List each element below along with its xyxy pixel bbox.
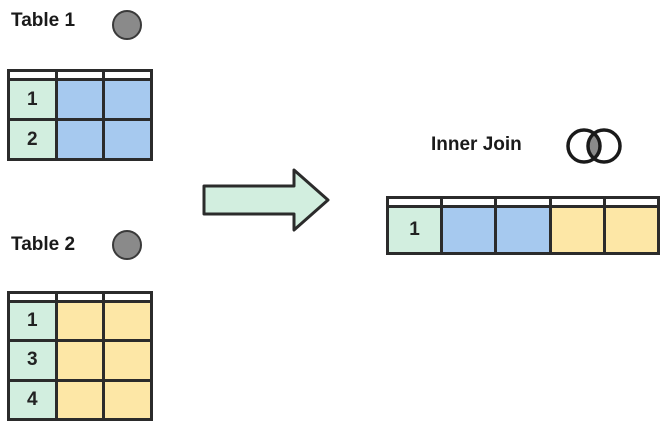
result-value-cell <box>443 208 495 252</box>
table2-title: Table 2 <box>11 234 76 255</box>
table2-value-cell <box>57 303 103 340</box>
result-value-cell <box>605 208 657 252</box>
right-arrow-icon <box>202 168 330 232</box>
table1-value-cell <box>57 121 103 158</box>
table2-value-cell <box>57 342 103 379</box>
result-header-cell <box>551 199 603 205</box>
result-header-cell <box>389 199 441 205</box>
result-header-cell <box>497 199 549 205</box>
table1-value-cell <box>57 81 103 118</box>
table1-title: Table 1 <box>11 10 76 31</box>
result-title: Inner Join <box>431 134 522 155</box>
table2-value-cell <box>105 342 150 379</box>
table2-key-cell: 1 <box>10 303 55 340</box>
table1-key-cell: 1 <box>10 81 55 118</box>
result-table: 1 <box>386 196 660 255</box>
table1-header-cell <box>105 72 150 78</box>
table2-value-cell <box>57 381 103 418</box>
result-value-cell <box>551 208 603 252</box>
table1-key-cell: 2 <box>10 121 55 158</box>
table1-header-cell <box>57 72 103 78</box>
table1-header-cell <box>10 72 55 78</box>
table2-circle-icon <box>112 230 142 260</box>
result-header-cell <box>443 199 495 205</box>
inner-join-venn-icon <box>566 128 622 164</box>
result-value-cell <box>497 208 549 252</box>
table2: 1 3 4 <box>7 291 153 421</box>
table1-circle-icon <box>112 10 142 40</box>
result-key-cell: 1 <box>389 208 441 252</box>
table1-value-cell <box>105 121 150 158</box>
table2-header-cell <box>105 294 150 300</box>
table2-value-cell <box>105 303 150 340</box>
table2-header-cell <box>57 294 103 300</box>
table1: 1 2 <box>7 69 153 161</box>
table2-header-cell <box>10 294 55 300</box>
table2-key-cell: 4 <box>10 381 55 418</box>
table2-value-cell <box>105 381 150 418</box>
table2-key-cell: 3 <box>10 342 55 379</box>
result-header-cell <box>605 199 657 205</box>
table1-value-cell <box>105 81 150 118</box>
